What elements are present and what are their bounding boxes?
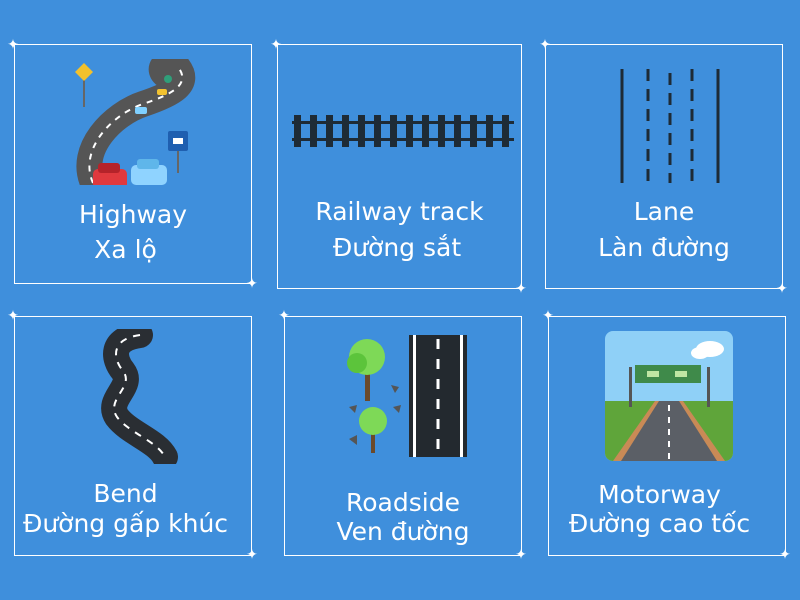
card-bend: Bend Đường gấp khúc (14, 316, 252, 556)
label-lane-vi: Làn đường (598, 233, 730, 262)
label-roadside-vi: Ven đường (336, 517, 470, 546)
card-railway-track: Railway track Đường sắt (277, 44, 522, 289)
sparkle-icon: ✦ (776, 281, 788, 297)
sparkle-icon: ✦ (515, 281, 527, 297)
sparkle-icon: ✦ (7, 308, 19, 324)
label-motorway-en: Motorway (598, 480, 721, 509)
roadside-icon (347, 335, 467, 457)
label-highway-vi: Xa lộ (94, 235, 157, 264)
sparkle-icon: ✦ (270, 37, 282, 53)
card-highway: Highway Xa lộ (14, 44, 252, 284)
label-railway-en: Railway track (315, 197, 484, 226)
sparkle-icon: ✦ (515, 547, 527, 563)
sparkle-icon: ✦ (539, 37, 551, 53)
card-lane: Lane Làn đường (545, 44, 783, 289)
sparkle-icon: ✦ (278, 308, 290, 324)
highway-icon (75, 59, 196, 185)
railway-track-icon (292, 115, 514, 147)
label-bend-en: Bend (93, 479, 158, 508)
lane-icon (620, 69, 720, 183)
label-roadside-en: Roadside (346, 488, 460, 517)
sparkle-icon: ✦ (246, 276, 258, 292)
card-motorway: Motorway Đường cao tốc (548, 316, 786, 556)
label-lane-en: Lane (633, 197, 695, 226)
bend-icon (101, 329, 178, 464)
motorway-icon (605, 331, 733, 461)
label-bend-vi: Đường gấp khúc (22, 509, 229, 538)
card-roadside: Roadside Ven đường (284, 316, 522, 556)
sparkle-icon: ✦ (7, 37, 19, 53)
sparkle-icon: ✦ (779, 547, 791, 563)
label-highway-en: Highway (78, 200, 188, 229)
label-motorway-vi: Đường cao tốc (568, 509, 751, 538)
label-railway-vi: Đường sắt (332, 233, 462, 262)
sparkle-icon: ✦ (246, 547, 258, 563)
sparkle-icon: ✦ (542, 308, 554, 324)
